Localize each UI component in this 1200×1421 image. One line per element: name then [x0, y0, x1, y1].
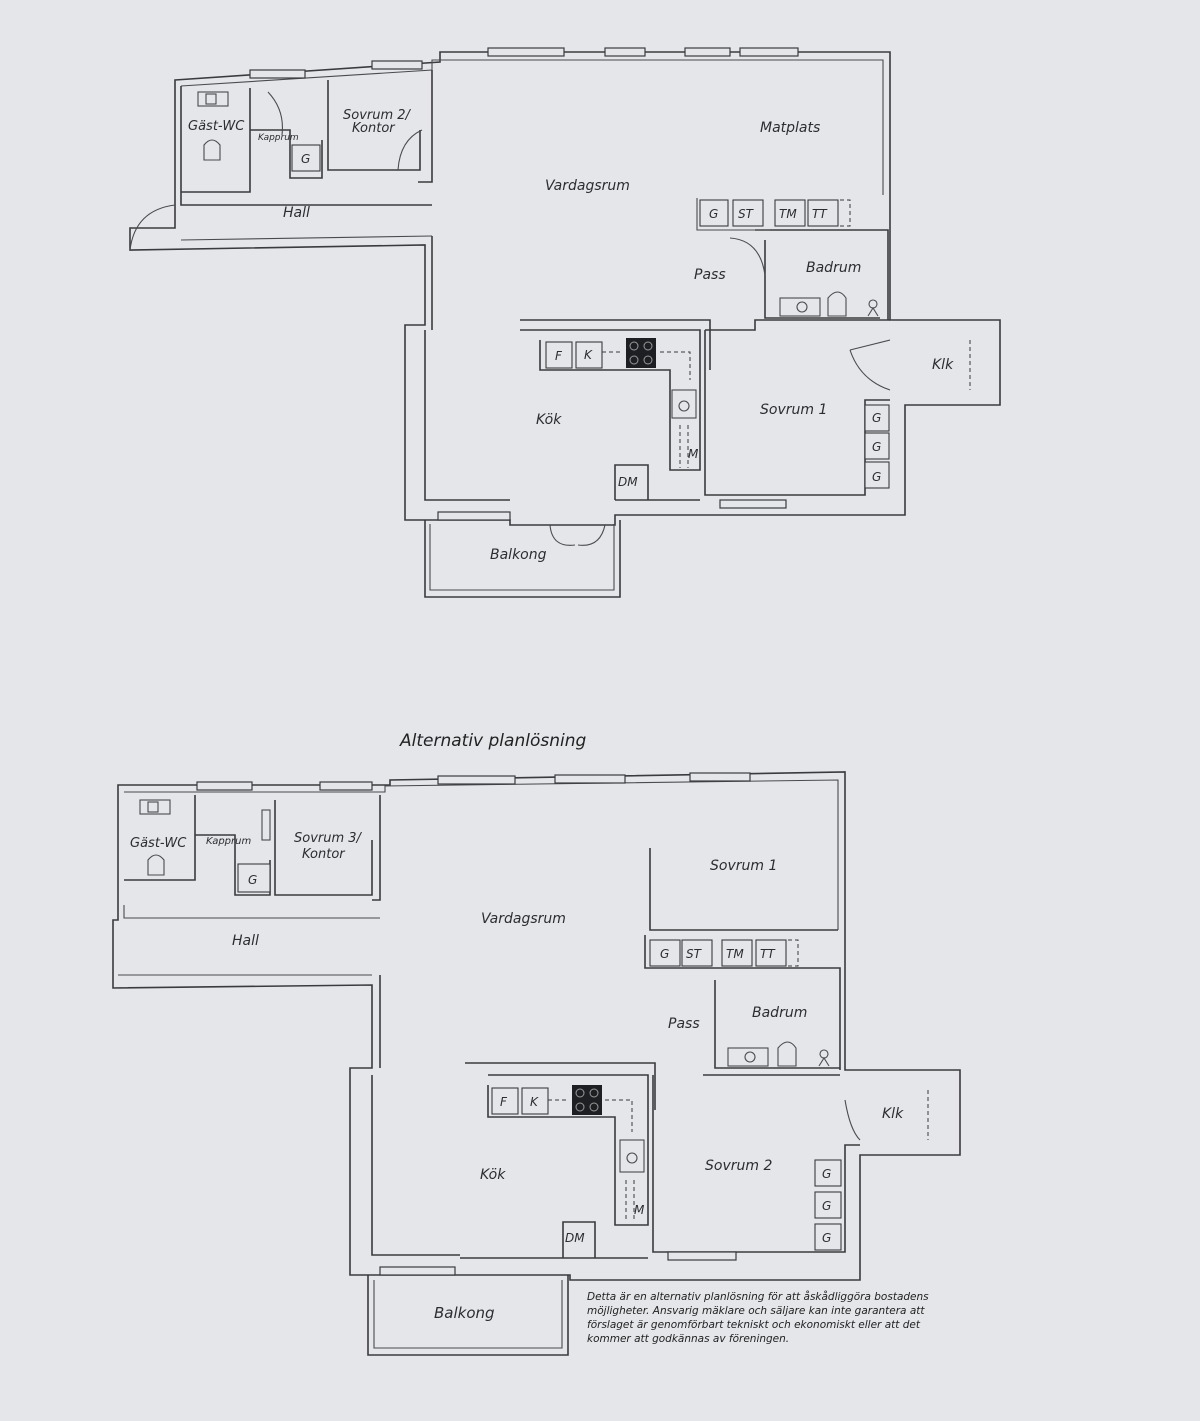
plan1-label-kapprum: Kapprum — [258, 133, 299, 143]
plan2-label-vardagsrum: Vardagsrum — [481, 911, 566, 927]
plan1-label-kontor: Kontor — [352, 121, 396, 136]
plan1-label-matplats: Matplats — [760, 120, 820, 136]
plan1-outer-wall — [129, 51, 1001, 526]
plan1-label-vardagsrum: Vardagsrum — [545, 178, 630, 194]
plan2-label-hall: Hall — [232, 933, 259, 949]
plan1-label-sovrum1: Sovrum 1 — [760, 402, 827, 418]
plan1-fixture-g-s1a: G — [872, 411, 881, 425]
plan2-fixture-dm: DM — [565, 1231, 585, 1245]
plan2-label-klk: Klk — [882, 1106, 904, 1122]
plan2-fixture-k: K — [530, 1095, 539, 1109]
plan1-fixture-dm: DM — [618, 475, 638, 489]
plan2-label-sovrum1: Sovrum 1 — [710, 858, 777, 874]
plan2-balcony — [367, 1275, 569, 1356]
plan2-label-kok: Kök — [480, 1167, 506, 1183]
floor-plan-alternative: Gäst-WC Kapprum Sovrum 3/ Kontor Sovrum … — [112, 771, 961, 1356]
plan1-label-hall: Hall — [283, 205, 310, 221]
plan2-fixture-g-s2a: G — [822, 1167, 831, 1181]
plan1-fixture-st: ST — [738, 207, 755, 221]
plan1-fixture-g-pass: G — [709, 207, 718, 221]
plan1-fixture-k: K — [584, 348, 593, 362]
plan1-label-pass: Pass — [694, 267, 726, 283]
plan2-fixture-st: ST — [686, 947, 703, 961]
plan1-label-badrum: Badrum — [806, 260, 861, 276]
plan2-fixture-m: M — [634, 1203, 645, 1217]
plan2-fixture-tm: TM — [726, 947, 744, 961]
plan1-balcony — [424, 520, 621, 598]
plan2-label-sovrum2: Sovrum 2 — [705, 1158, 772, 1174]
plan1-fixture-g-s1b: G — [872, 440, 881, 454]
plan1-label-sovrum2: Sovrum 2/ — [343, 108, 412, 123]
plan2-label-kontor: Kontor — [302, 847, 346, 862]
plan1-fixture-tm: TM — [779, 207, 797, 221]
plan1-label-balkong: Balkong — [490, 547, 547, 563]
plan1-fixture-tt: TT — [812, 207, 828, 221]
floor-plan-original: Gäst-WC Kapprum Sovrum 2/ Kontor Matplat… — [129, 47, 1001, 598]
plan2-label-pass: Pass — [668, 1016, 700, 1032]
plan2-label-sovrum3: Sovrum 3/ — [294, 831, 363, 846]
plan1-label-gast-wc: Gäst-WC — [188, 119, 245, 134]
plan1-label-klk: Klk — [932, 357, 954, 373]
plan2-fixture-g-s2b: G — [822, 1199, 831, 1213]
plan1-label-kok: Kök — [536, 412, 562, 428]
plan2-outer-wall — [112, 771, 961, 1281]
plan2-fixture-f: F — [500, 1095, 508, 1109]
plan2-fixture-g-hall: G — [248, 873, 257, 887]
plan1-fixture-f: F — [555, 349, 563, 363]
plan2-label-kapprum: Kapprum — [206, 836, 251, 847]
plan2-label-badrum: Badrum — [752, 1005, 807, 1021]
plan2-fixture-tt: TT — [760, 947, 776, 961]
plan1-fixture-g-hall: G — [301, 152, 310, 166]
plan2-fixture-g-s2c: G — [822, 1231, 831, 1245]
plan2-label-balkong: Balkong — [434, 1304, 495, 1322]
disclaimer-text: Detta är en alternativ planlösning för a… — [587, 1291, 929, 1345]
plan1-fixture-g-s1c: G — [872, 470, 881, 484]
plan2-fixture-g-pass: G — [660, 947, 669, 961]
plan1-fixture-m: M — [688, 447, 699, 461]
alternative-plan-title: Alternativ planlösning — [400, 731, 587, 751]
plan2-label-gast-wc: Gäst-WC — [130, 836, 187, 851]
